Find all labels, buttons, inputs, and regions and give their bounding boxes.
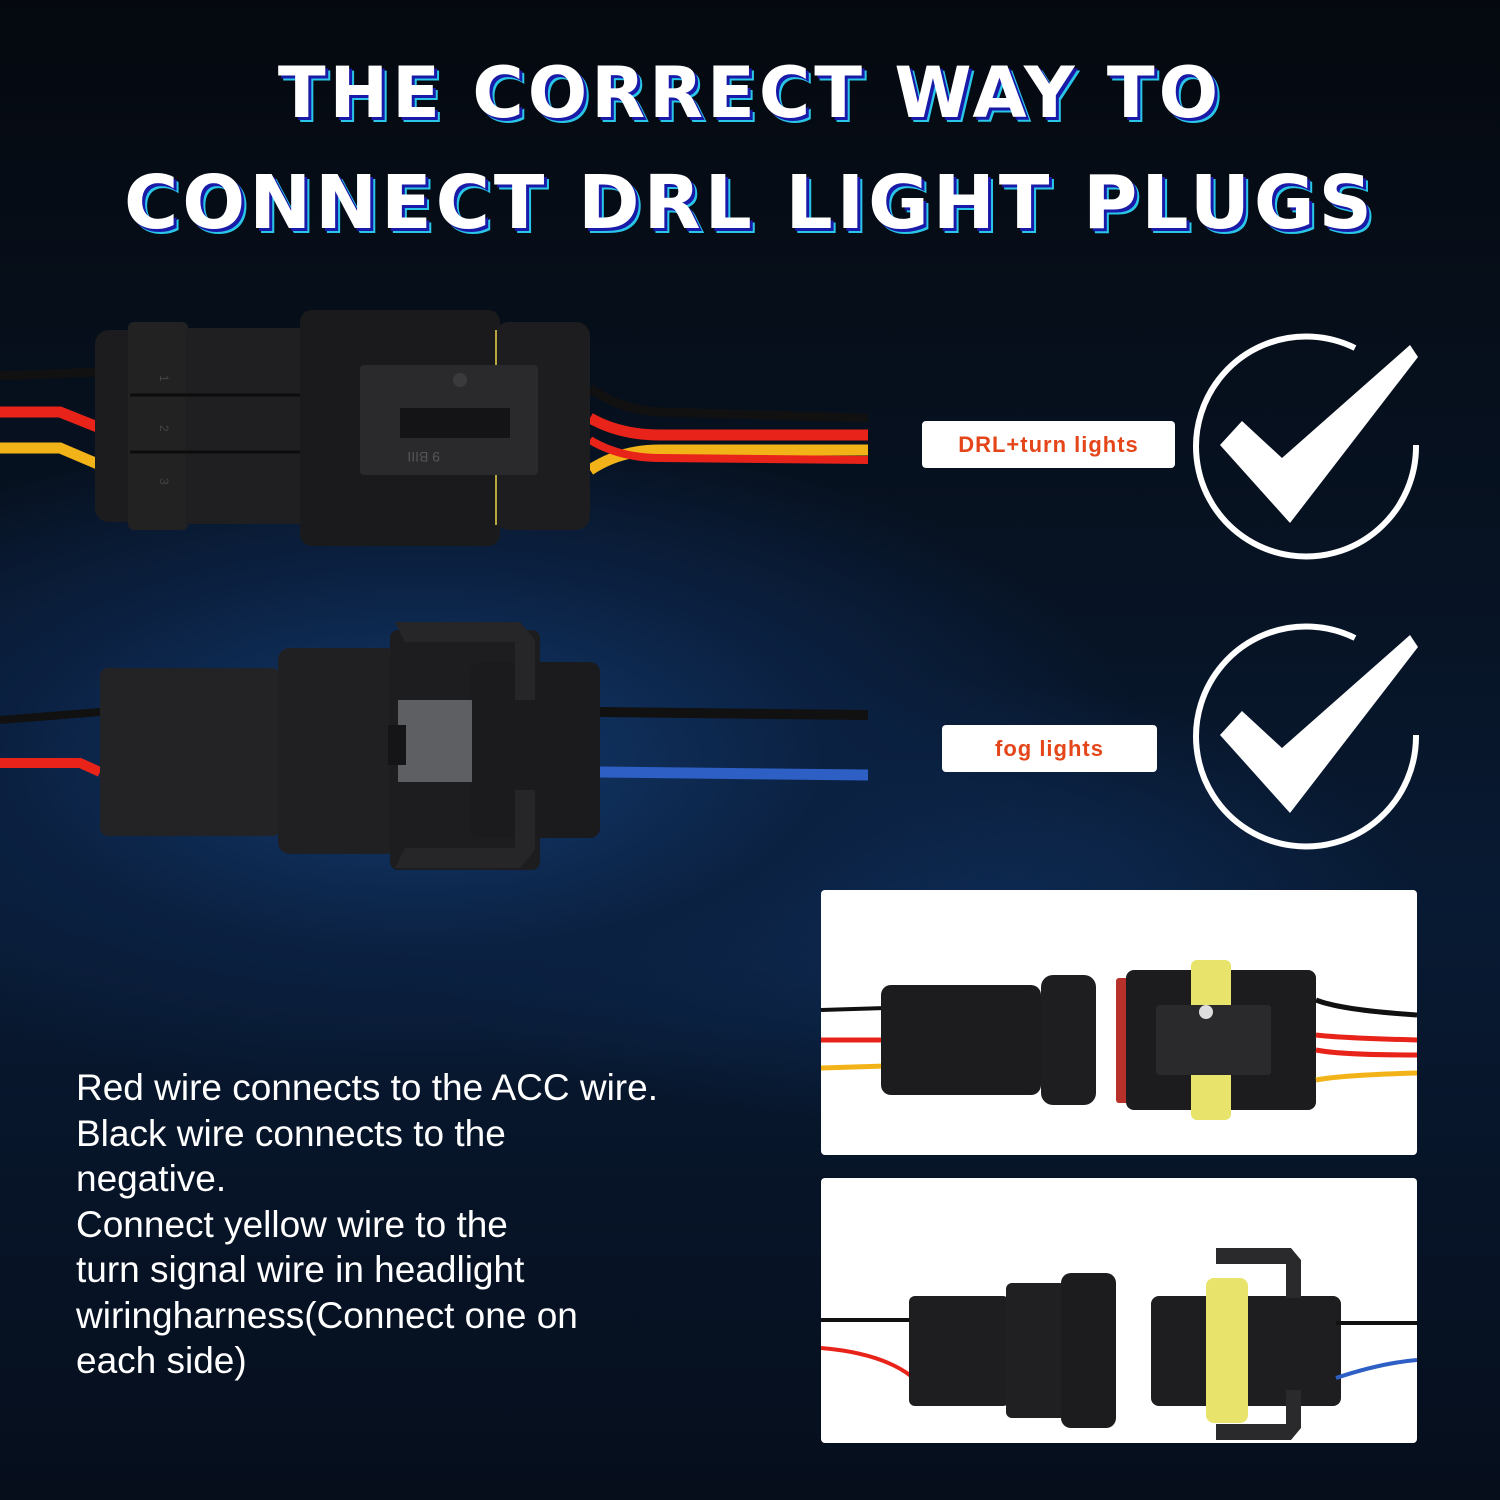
check-circle-icon	[1193, 623, 1420, 850]
instruction-line: wiringharness(Connect one on	[76, 1294, 578, 1336]
connector-body-male	[100, 668, 280, 836]
drl-connector-unplugged-photo	[821, 890, 1417, 1155]
wires-right	[586, 384, 869, 475]
title-line-2: CONNECT DRL LIGHT PLUGS	[124, 160, 1376, 246]
instruction-line: Red wire connects to the ACC wire.	[76, 1067, 658, 1108]
wires-left	[0, 367, 103, 471]
pin-number-3: 3	[157, 478, 171, 485]
instruction-line: Black wire connects to the	[76, 1112, 506, 1154]
wiring-instructions: Red wire connects to the ACC wire. Black…	[76, 1065, 796, 1384]
instruction-line: negative.	[76, 1158, 227, 1199]
instruction-line: each side)	[76, 1340, 247, 1381]
instruction-line: Connect yellow wire to the	[76, 1203, 508, 1245]
instruction-line: turn signal wire in headlight	[76, 1249, 525, 1290]
pin-number-2: 2	[157, 425, 171, 432]
drl-connector-image: 1 2 3 9 BIII	[0, 310, 869, 546]
pin-number-1: 1	[157, 375, 171, 382]
fog-lights-label: fog lights	[942, 725, 1157, 772]
drl-turn-lights-label: DRL+turn lights	[922, 421, 1175, 468]
check-circle-icon	[1193, 333, 1420, 560]
locking-tab	[398, 700, 472, 782]
fog-connector-image	[0, 622, 869, 870]
part-code: 9 BIII	[407, 449, 440, 465]
fog-connector-unplugged-photo	[821, 1178, 1417, 1443]
title-line-1: THE CORRECT WAY TO	[277, 52, 1223, 134]
